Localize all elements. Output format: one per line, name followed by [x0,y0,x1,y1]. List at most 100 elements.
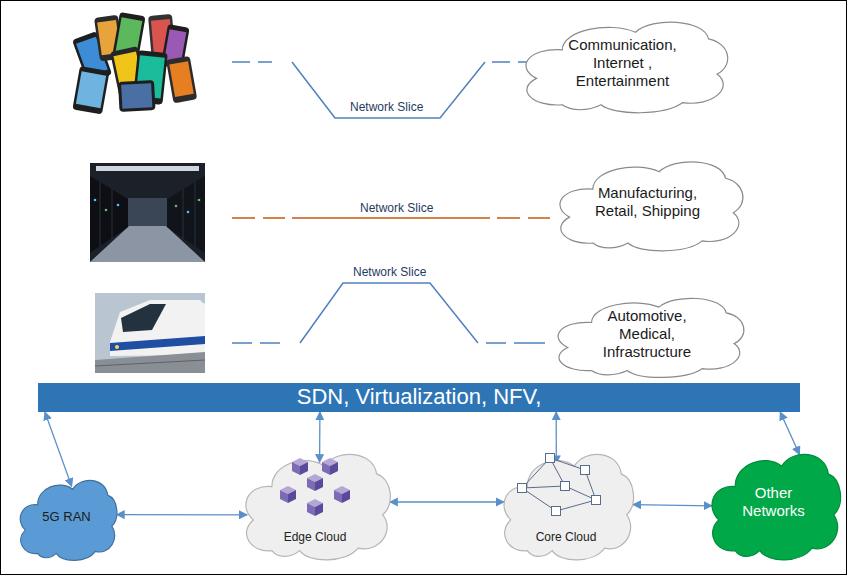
illustration-part [546,454,555,463]
edge-cloud: Edge Cloud [238,438,392,566]
industry-cloud: Automotive, Medical, Infrastructure [548,286,746,382]
slice-line [232,283,545,343]
text-area: Core Cloud [497,438,635,566]
illustration-part [95,352,205,373]
ran-cloud: 5G RAN [15,468,118,565]
server-room-photo [90,163,205,262]
double-arrow [45,412,72,486]
platform-band: SDN, Virtualization, NFV, [38,383,800,412]
cloud-shape [246,454,390,560]
illustration-part [96,166,199,171]
illustration-part [565,486,596,500]
illustration-part [280,486,296,503]
double-arrow [117,514,248,516]
illustration-part [550,458,565,486]
network-graph-icon [518,454,601,516]
slice-label: Network Slice [353,265,426,279]
illustration-part [110,336,205,351]
illustration-part [585,470,596,500]
industry-cloud: Communication, Internet , Entertainment [515,8,730,118]
cloud-outline [497,438,635,566]
illustration-part [118,80,156,112]
illustration-part [169,61,193,97]
double-arrow [633,505,712,506]
node-text: Edge Cloud [284,530,347,544]
text-area: Communication, Internet , Entertainment [515,8,730,118]
illustration-part [100,182,101,246]
illustration-part [95,360,205,366]
node-text: Automotive, Medical, Infrastructure [590,307,704,361]
illustration-part [522,458,550,488]
illustration-part [561,482,570,491]
illustration-part [117,204,120,207]
illustration-part [166,56,197,103]
text-area: SDN, Virtualization, NFV, [38,383,800,412]
illustration-part [112,189,113,239]
cloud-shape [526,22,728,113]
slice-line [232,62,540,118]
illustration-part [128,198,167,226]
illustration-part [90,163,205,262]
illustration-part [195,182,196,246]
illustration-part [115,345,119,349]
server-cubes-icon [280,458,350,516]
industry-cloud: Manufacturing, Retail, Shipping [550,148,745,256]
illustration-part [95,293,205,373]
text-area: Automotive, Medical, Infrastructure [548,286,746,382]
node-text: Other Networks [731,484,816,520]
illustration-part [90,176,128,253]
illustration-part [118,80,156,112]
illustration-part [167,176,205,253]
double-arrow [390,501,504,502]
node-text: SDN, Virtualization, NFV, [297,384,542,410]
core-cloud: Core Cloud [497,438,635,566]
double-arrow [319,412,321,462]
slice-label: Network Slice [360,201,433,215]
double-arrow [556,412,557,464]
illustration-part [94,199,97,202]
illustration-part [518,484,527,493]
slice-line [232,217,550,219]
cloud-shape [558,298,744,377]
train-photo [95,293,205,373]
illustration-part [72,66,109,115]
illustration-part [121,83,152,109]
phones-photo [72,12,197,115]
cloud-shape [504,454,633,560]
illustration-part [105,209,108,212]
text-area: Other Networks [705,438,842,566]
network-cloud: Other Networks [705,438,842,566]
illustration-part [187,211,190,214]
illustration-part [175,205,178,208]
double-arrow [780,412,799,455]
illustration-part [110,300,205,356]
illustration-part [550,458,585,470]
illustration-part [581,466,590,475]
illustration-part [522,486,565,488]
node-text: Communication, Internet , Entertainment [557,36,688,90]
illustration-part [183,189,184,239]
illustration-part [322,458,338,475]
node-text: 5G RAN [42,509,90,525]
cloud-outline [238,438,392,566]
illustration-part [334,486,350,503]
illustration-part [522,488,556,511]
illustration-part [292,458,308,475]
illustration-part [307,474,323,491]
text-area: Manufacturing, Retail, Shipping [550,148,745,256]
illustration-part [592,496,601,505]
node-text: Manufacturing, Retail, Shipping [592,184,703,220]
illustration-part [307,499,323,516]
cloud-shape [20,480,117,560]
illustration-part [552,507,561,516]
illustration-part [76,71,106,108]
illustration-part [72,66,109,115]
text-area: 5G RAN [15,468,118,565]
node-text: Core Cloud [536,530,597,544]
illustration-part [198,199,201,202]
cloud-shape [712,454,841,560]
